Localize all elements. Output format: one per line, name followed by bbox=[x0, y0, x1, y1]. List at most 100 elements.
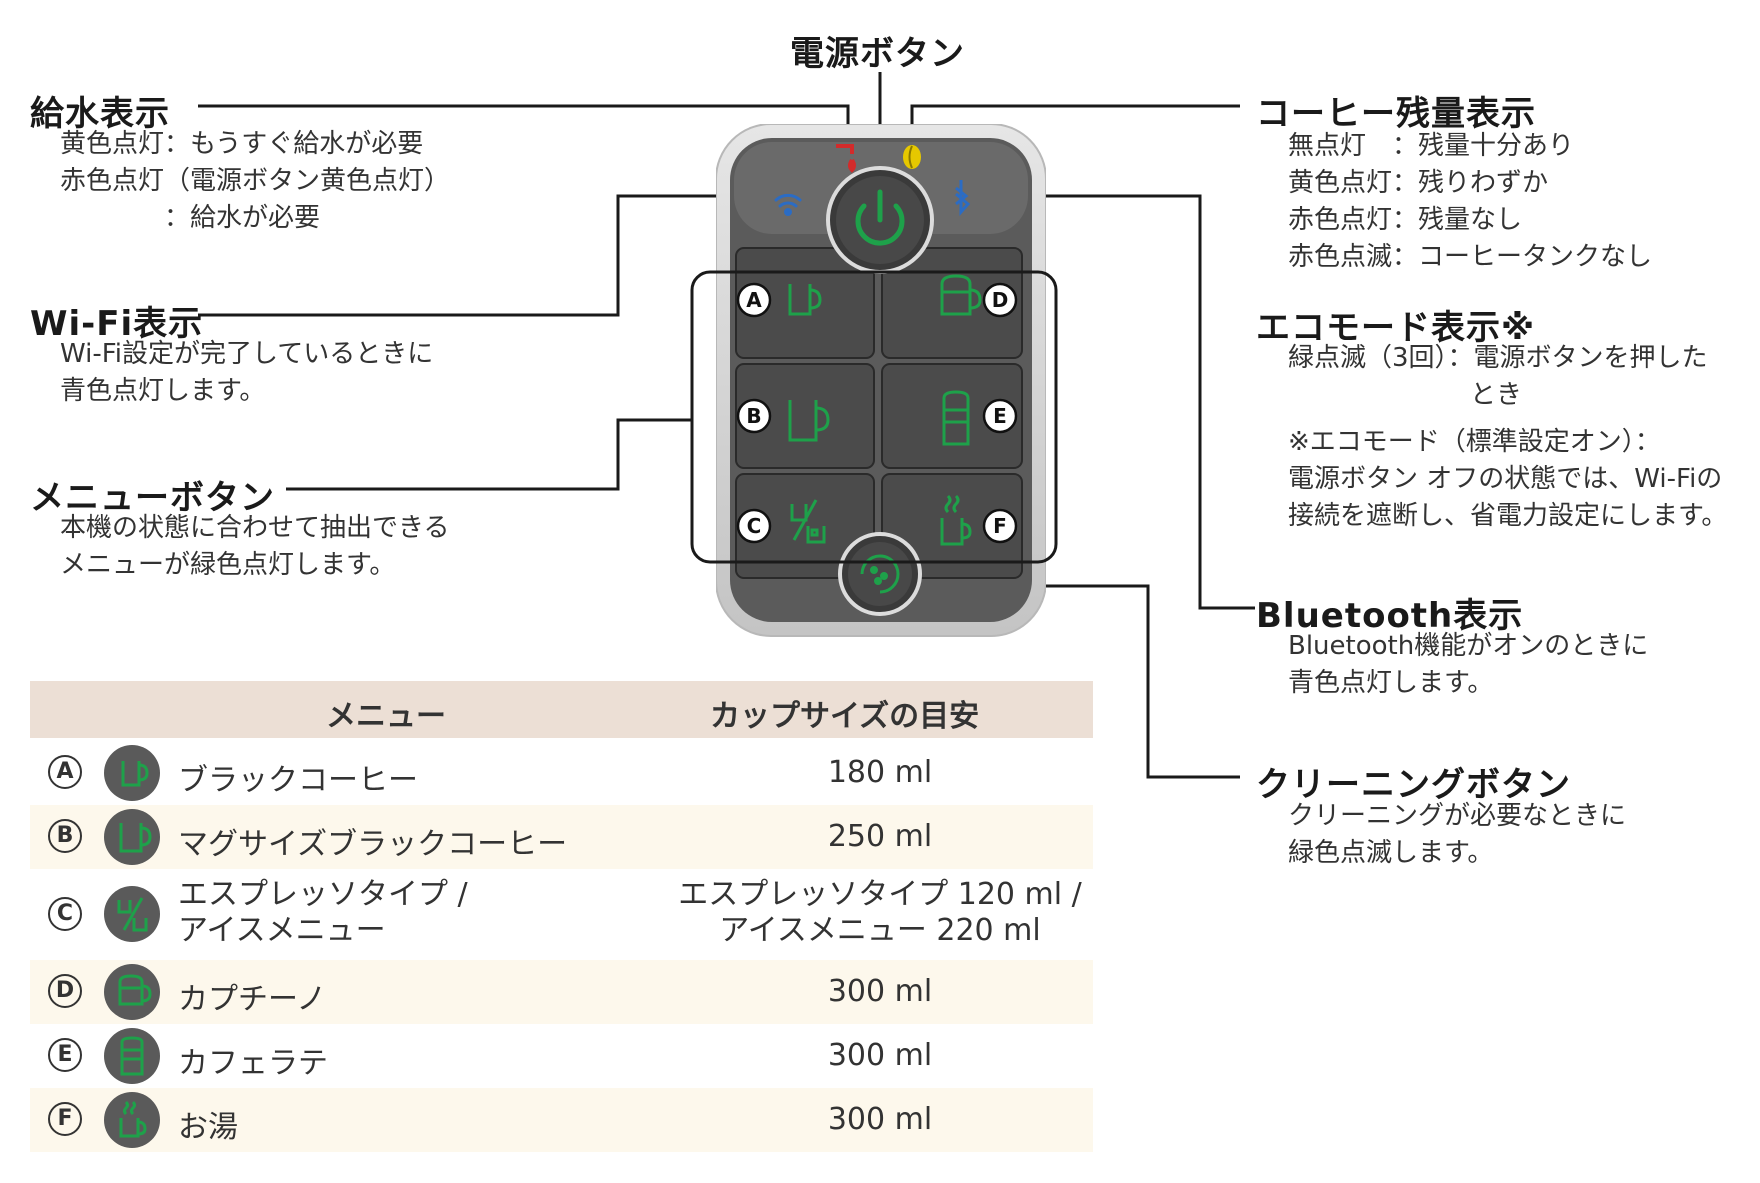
latte-icon bbox=[104, 1028, 160, 1084]
menu-bracket bbox=[690, 270, 1058, 564]
wifi-desc: Wi-Fi設定が完了しているときに 青色点灯します。 bbox=[60, 336, 433, 410]
espresso-ice-icon bbox=[790, 499, 826, 544]
coffee-title: コーヒー残量表示 bbox=[1256, 94, 1536, 134]
water-title: 給水表示 bbox=[30, 94, 170, 134]
water-line-3: ：給水が必要 bbox=[60, 203, 321, 233]
hot-water-icon bbox=[104, 1092, 160, 1148]
row-name: マグサイズブラックコーヒー bbox=[178, 827, 568, 862]
water-icon bbox=[836, 144, 856, 173]
latte-icon bbox=[942, 390, 970, 446]
menu-button-f bbox=[881, 473, 1023, 579]
water-desc: 黄色点灯：もうすぐ給水が必要 赤色点灯（電源ボタン黄色点灯） ：給水が必要 bbox=[60, 126, 450, 237]
table-row: B マグサイズブラックコーヒー 250 ml bbox=[30, 805, 1093, 869]
mug-small-icon bbox=[104, 745, 160, 801]
eco-note: ※エコモード（標準設定オン）： 電源ボタン オフの状態では、Wi-Fiの 接続を… bbox=[1288, 424, 1727, 535]
wifi-line-1: Wi-Fi設定が完了しているときに bbox=[60, 339, 434, 369]
cleaning-line-1: クリーニングが必要なときに bbox=[1288, 801, 1627, 831]
control-panel-device: A B C D E F bbox=[716, 124, 1046, 637]
row-size: 300 ml bbox=[827, 1102, 933, 1137]
row-size: エスプレッソタイプ 120 ml / アイスメニュー 220 ml bbox=[620, 877, 1140, 949]
table-row: E カフェラテ 300 ml bbox=[30, 1024, 1093, 1088]
row-size: 250 ml bbox=[827, 819, 933, 854]
eco-note-1: ※エコモード（標準設定オン）： bbox=[1288, 427, 1661, 457]
row-letter: B bbox=[48, 819, 82, 853]
wifi-line-2: 青色点灯します。 bbox=[60, 376, 266, 406]
letter-e: E bbox=[982, 398, 1018, 434]
coffee-line-2: 黄色点灯：残りわずか bbox=[1288, 168, 1549, 198]
row-size: 300 ml bbox=[827, 1038, 933, 1073]
row-size: 300 ml bbox=[827, 974, 933, 1009]
eco-line-1: 緑点滅（3回）：電源ボタンを押した bbox=[1288, 343, 1708, 373]
menu-title: メニューボタン bbox=[30, 478, 275, 518]
letter-d-text: D bbox=[992, 288, 1009, 312]
letter-a-text: A bbox=[746, 288, 762, 312]
letter-b-text: B bbox=[746, 404, 761, 428]
eco-note-2: 電源ボタン オフの状態では、Wi-Fiの bbox=[1288, 464, 1723, 494]
mug-large-icon bbox=[104, 809, 160, 865]
eco-title: エコモード表示※ bbox=[1256, 308, 1536, 348]
row-name: お湯 bbox=[178, 1110, 238, 1145]
menu-line-2: メニューが緑色点灯します。 bbox=[60, 550, 396, 580]
header-cup-size: カップサイズの目安 bbox=[710, 699, 980, 734]
menu-button-c bbox=[735, 473, 875, 579]
bluetooth-title: Bluetooth表示 bbox=[1256, 596, 1524, 636]
letter-b: B bbox=[736, 398, 772, 434]
table-row: F お湯 300 ml bbox=[30, 1088, 1093, 1152]
mug-large-icon bbox=[788, 400, 830, 442]
letter-e-text: E bbox=[993, 404, 1007, 428]
letter-a: A bbox=[736, 282, 772, 318]
power-title: 電源ボタン bbox=[790, 34, 965, 74]
header-menu: メニュー bbox=[326, 699, 446, 734]
row-name-line-2: アイスメニュー bbox=[178, 913, 386, 948]
row-name: カプチーノ bbox=[178, 982, 327, 1017]
bluetooth-line-2: 青色点灯します。 bbox=[1288, 668, 1494, 698]
coffee-desc: 無点灯 ：残量十分あり 黄色点灯：残りわずか 赤色点灯：残量なし 赤色点滅：コー… bbox=[1288, 128, 1652, 276]
letter-f: F bbox=[982, 508, 1018, 544]
row-size-line-2: アイスメニュー 220 ml bbox=[719, 913, 1041, 948]
row-size: 180 ml bbox=[827, 755, 933, 790]
water-line-2: 赤色点灯（電源ボタン黄色点灯） bbox=[60, 166, 451, 196]
letter-c: C bbox=[736, 508, 772, 544]
coffee-line-3: 赤色点灯：残量なし bbox=[1288, 205, 1523, 235]
coffee-bean-icon bbox=[903, 145, 921, 169]
coffee-line-4: 赤色点滅：コーヒータンクなし bbox=[1288, 242, 1653, 272]
row-name-line-1: エスプレッソタイプ / bbox=[178, 877, 468, 912]
wifi-leader-line bbox=[198, 194, 782, 317]
cappuccino-icon bbox=[940, 274, 982, 316]
row-name: カフェラテ bbox=[178, 1046, 328, 1081]
wifi-icon bbox=[774, 193, 802, 216]
menu-desc: 本機の状態に合わせて抽出できる メニューが緑色点灯します。 bbox=[60, 510, 449, 584]
cleaning-desc: クリーニングが必要なときに 緑色点滅します。 bbox=[1288, 798, 1626, 872]
cappuccino-icon bbox=[104, 964, 160, 1020]
cleaning-title: クリーニングボタン bbox=[1256, 765, 1571, 805]
eco-line-2: とき bbox=[1288, 380, 1523, 410]
power-icon bbox=[855, 189, 905, 246]
menu-button-d bbox=[881, 247, 1023, 359]
row-letter: D bbox=[48, 974, 82, 1008]
table-row: A ブラックコーヒー 180 ml bbox=[30, 741, 1093, 805]
row-letter: C bbox=[48, 897, 82, 931]
row-name: ブラックコーヒー bbox=[178, 763, 418, 798]
hot-water-icon bbox=[940, 494, 972, 546]
menu-button-b bbox=[735, 363, 875, 469]
row-size-line-1: エスプレッソタイプ 120 ml / bbox=[678, 877, 1082, 912]
row-name: エスプレッソタイプ / アイスメニュー bbox=[178, 877, 468, 949]
menu-button-e bbox=[881, 363, 1023, 469]
table-row: D カプチーノ 300 ml bbox=[30, 960, 1093, 1024]
menu-line-1: 本機の状態に合わせて抽出できる bbox=[60, 513, 450, 543]
mug-small-icon bbox=[788, 284, 822, 316]
menu-leader-line bbox=[286, 418, 692, 491]
row-letter: A bbox=[48, 755, 82, 789]
row-letter: E bbox=[48, 1038, 82, 1072]
menu-button-a bbox=[735, 247, 875, 359]
wifi-title: Wi-Fi表示 bbox=[30, 304, 204, 344]
bluetooth-icon bbox=[955, 180, 971, 216]
eco-desc: 緑点滅（3回）：電源ボタンを押した とき bbox=[1288, 340, 1708, 414]
espresso-ice-icon bbox=[104, 886, 160, 942]
table-header: メニュー カップサイズの目安 bbox=[30, 681, 1093, 738]
letter-f-text: F bbox=[993, 514, 1007, 538]
bluetooth-leader-line bbox=[970, 194, 1255, 610]
bluetooth-desc: Bluetooth機能がオンのときに 青色点灯します。 bbox=[1288, 628, 1648, 702]
letter-d: D bbox=[982, 282, 1018, 318]
